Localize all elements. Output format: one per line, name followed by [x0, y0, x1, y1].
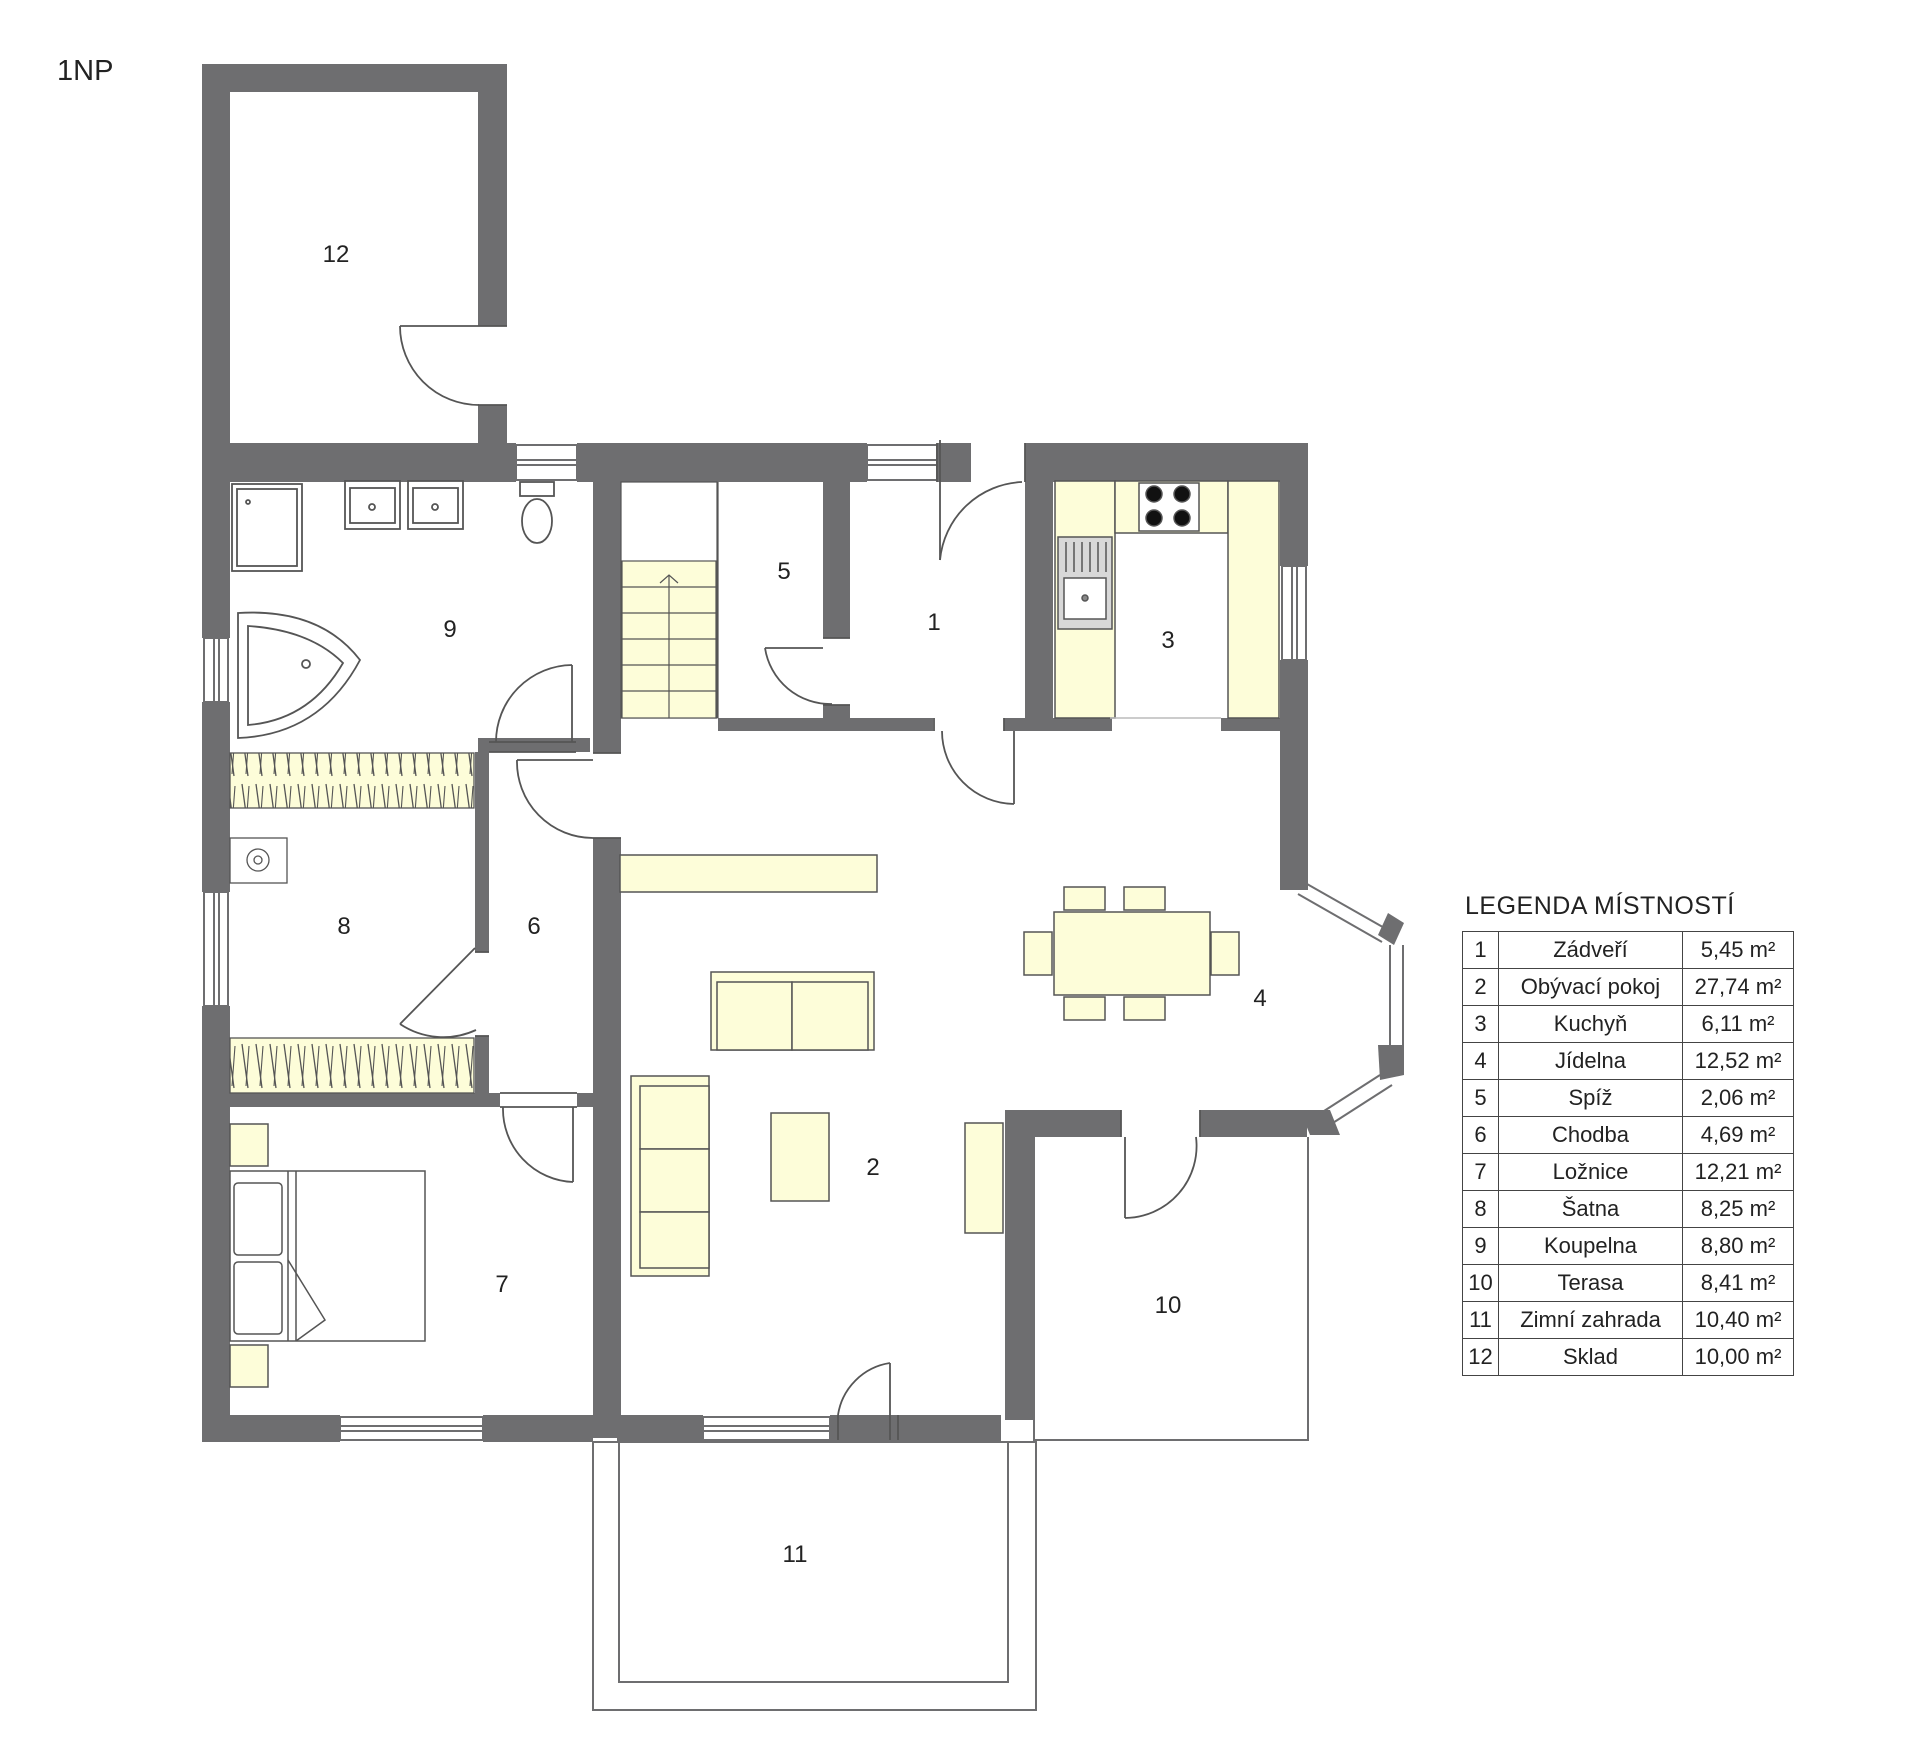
- wardrobe-racks: [229, 752, 475, 1094]
- room-name: Zádveří: [1498, 931, 1683, 969]
- room-number: 11: [1462, 1301, 1499, 1339]
- room-number: 4: [1462, 1042, 1499, 1080]
- outdoor-outlines: [592, 1137, 1309, 1711]
- room-name: Chodba: [1498, 1116, 1683, 1154]
- room-labels: 12 9 5 1 3 8 6 4 2 7 10 11: [323, 241, 1267, 1568]
- walls-storage: [202, 64, 507, 462]
- room-area: 8,25 m²: [1682, 1190, 1794, 1228]
- room-number: 7: [1462, 1153, 1499, 1191]
- room-label-9: 9: [443, 616, 456, 643]
- room-name: Obývací pokoj: [1498, 968, 1683, 1006]
- room-label-3: 3: [1161, 627, 1174, 654]
- room-area: 27,74 m²: [1682, 968, 1794, 1006]
- legend-title: LEGENDA MÍSTNOSTÍ: [1465, 892, 1735, 920]
- bedroom-furniture: [229, 1123, 426, 1388]
- room-area: 2,06 m²: [1682, 1079, 1794, 1117]
- room-name: Terasa: [1498, 1264, 1683, 1302]
- room-label-5: 5: [777, 558, 790, 585]
- room-label-10: 10: [1155, 1292, 1182, 1319]
- room-name: Jídelna: [1498, 1042, 1683, 1080]
- bay-window: [1297, 879, 1404, 1129]
- room-label-8: 8: [337, 913, 350, 940]
- walls-main: [202, 443, 1404, 1442]
- room-number: 1: [1462, 931, 1499, 969]
- room-area: 8,80 m²: [1682, 1227, 1794, 1265]
- room-number: 2: [1462, 968, 1499, 1006]
- room-area: 12,52 m²: [1682, 1042, 1794, 1080]
- room-area: 5,45 m²: [1682, 931, 1794, 969]
- floor-label: 1NP: [57, 55, 114, 87]
- room-number: 9: [1462, 1227, 1499, 1265]
- room-area: 10,00 m²: [1682, 1338, 1794, 1376]
- room-number: 3: [1462, 1005, 1499, 1043]
- staircase: [620, 481, 719, 719]
- room-name: Zimní zahrada: [1498, 1301, 1683, 1339]
- room-label-6: 6: [527, 913, 540, 940]
- doors: [399, 325, 1201, 1440]
- kitchen-units: [1054, 480, 1280, 719]
- bathroom-fixtures: [231, 480, 555, 739]
- room-area: 8,41 m²: [1682, 1264, 1794, 1302]
- room-number: 5: [1462, 1079, 1499, 1117]
- room-label-11: 11: [783, 1541, 808, 1568]
- room-number: 10: [1462, 1264, 1499, 1302]
- room-number: 12: [1462, 1338, 1499, 1376]
- room-label-2: 2: [866, 1154, 879, 1181]
- room-area: 10,40 m²: [1682, 1301, 1794, 1339]
- room-area: 12,21 m²: [1682, 1153, 1794, 1191]
- room-number: 8: [1462, 1190, 1499, 1228]
- room-name: Šatna: [1498, 1190, 1683, 1228]
- room-area: 6,11 m²: [1682, 1005, 1794, 1043]
- room-label-4: 4: [1253, 985, 1266, 1012]
- living-furniture: [619, 854, 1240, 1277]
- room-name: Kuchyň: [1498, 1005, 1683, 1043]
- room-area: 4,69 m²: [1682, 1116, 1794, 1154]
- room-name: Sklad: [1498, 1338, 1683, 1376]
- room-name: Koupelna: [1498, 1227, 1683, 1265]
- room-label-7: 7: [495, 1271, 508, 1298]
- room-label-1: 1: [927, 609, 940, 636]
- room-number: 6: [1462, 1116, 1499, 1154]
- room-name: Spíž: [1498, 1079, 1683, 1117]
- room-label-12: 12: [323, 241, 350, 268]
- windows: [203, 444, 1307, 1441]
- room-name: Ložnice: [1498, 1153, 1683, 1191]
